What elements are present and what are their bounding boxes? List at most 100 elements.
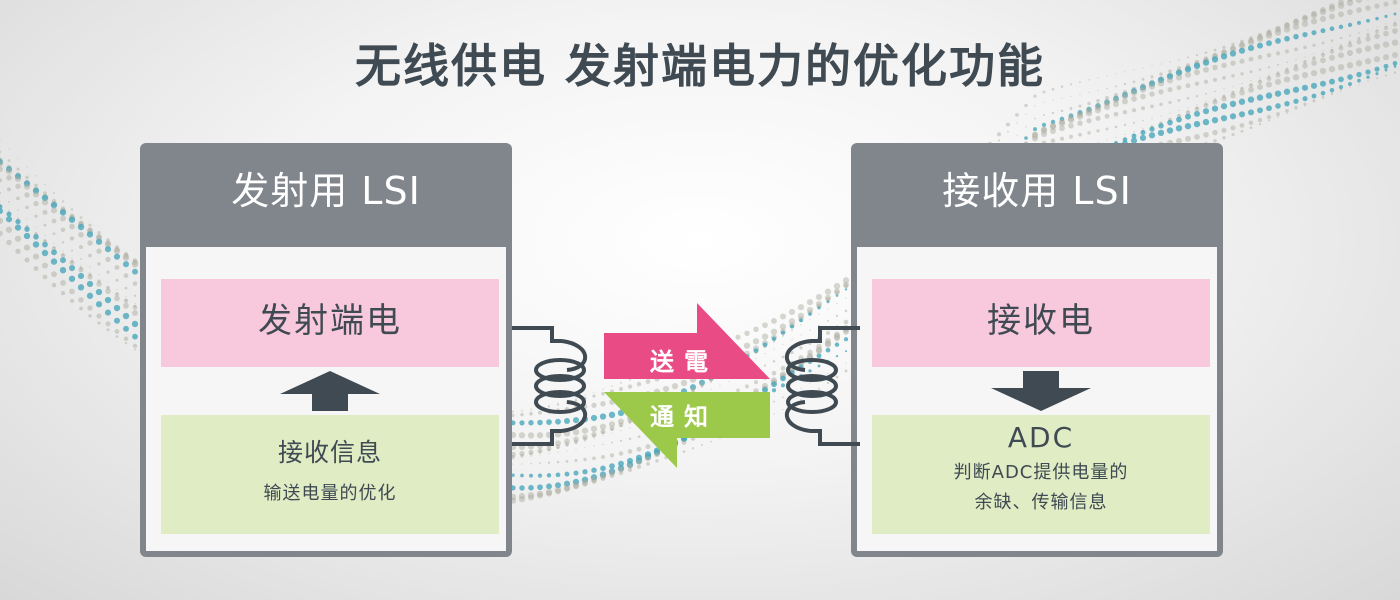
wave-dot <box>41 194 49 202</box>
wave-dot <box>1079 93 1081 96</box>
wave-dot <box>1347 22 1353 27</box>
wave-dot <box>782 408 784 411</box>
wave-dot <box>1229 100 1237 108</box>
wave-dot <box>1104 113 1110 119</box>
wave-dot <box>123 325 129 332</box>
wave-dot <box>1358 81 1360 84</box>
wave-dot <box>1096 129 1100 133</box>
wave-dot <box>1257 54 1263 60</box>
wave-dot <box>1106 139 1108 141</box>
wave-dot <box>1302 63 1308 69</box>
wave-dot <box>124 298 128 301</box>
wave-dot <box>1313 53 1315 55</box>
wave-dot <box>122 312 130 320</box>
wave-dot <box>0 207 4 215</box>
wave-dot <box>1349 40 1351 42</box>
wave-dot <box>96 233 102 240</box>
wave-dot <box>1203 103 1209 109</box>
wave-dot <box>1221 62 1227 69</box>
wave-dot <box>1202 59 1210 66</box>
wave-dot <box>1266 40 1272 47</box>
wave-dot <box>799 318 803 323</box>
wave-dot <box>1034 117 1036 120</box>
wave-dot <box>662 385 670 393</box>
wave-dot <box>1301 71 1309 79</box>
wave-dot <box>1276 63 1280 66</box>
wave-dot <box>1385 23 1387 25</box>
wave-dot <box>753 326 759 333</box>
wave-dot <box>1139 84 1147 91</box>
wave-dot <box>1052 99 1054 101</box>
wave-dot <box>592 434 596 438</box>
wave-dot <box>1319 80 1327 87</box>
wave-dot <box>1258 68 1262 71</box>
wave-dot <box>78 267 84 273</box>
wave-dot <box>1392 61 1398 66</box>
wave-dot <box>791 339 793 341</box>
wave-dot <box>844 288 848 291</box>
wave-dot <box>1239 58 1245 64</box>
wave-dot <box>834 331 840 338</box>
wave-dot <box>33 234 39 240</box>
wave-dot <box>1304 60 1306 62</box>
wave-dot <box>636 381 642 387</box>
wave-dot <box>827 319 829 322</box>
wave-dot <box>95 288 103 296</box>
wave-dot <box>1349 85 1351 87</box>
wave-dot <box>1382 41 1390 48</box>
wave-dot <box>1169 117 1171 120</box>
wave-dot <box>1311 30 1317 36</box>
wave-dot <box>1213 139 1217 143</box>
wave-dot <box>700 385 704 388</box>
wave-dot <box>1393 71 1397 74</box>
wave-dot <box>1266 53 1272 58</box>
wave-dot <box>1292 23 1300 30</box>
wave-dot <box>835 375 839 379</box>
wave-dot <box>1194 81 1200 86</box>
wave-dot <box>1032 131 1038 138</box>
wave-dot <box>32 253 40 260</box>
wave-dot <box>699 379 705 386</box>
wave-dot <box>601 454 605 459</box>
wave-dot <box>1376 26 1378 28</box>
wave-dot <box>835 294 839 297</box>
wave-dot <box>653 449 661 456</box>
wave-dot <box>1329 54 1335 61</box>
wave-dot <box>1293 18 1299 24</box>
wave-dot <box>1241 83 1243 85</box>
wave-dot <box>1340 43 1342 45</box>
wave-dot <box>1365 36 1371 42</box>
wave-dot <box>1195 106 1199 110</box>
wave-dot <box>41 199 49 206</box>
wave-dot <box>824 294 832 301</box>
wave-dot <box>809 318 811 321</box>
wave-dot <box>645 379 651 384</box>
wave-dot <box>771 381 777 388</box>
wave-dot <box>519 485 525 491</box>
wave-dot <box>0 217 4 224</box>
transmitter-lsi-body: 发射端电 接收信息 输送电量的优化 <box>146 247 506 551</box>
wave-dot <box>1265 32 1273 39</box>
wave-dot <box>1068 113 1074 119</box>
wave-dot <box>1085 107 1093 114</box>
receiver-coil-icon <box>784 326 860 446</box>
wave-dot <box>835 354 839 358</box>
wave-dot <box>599 423 607 430</box>
wave-dot <box>844 350 848 353</box>
wave-dot <box>1142 119 1144 122</box>
wave-dot <box>581 476 589 483</box>
wave-dot <box>584 440 586 442</box>
wave-dot <box>105 288 111 295</box>
wave-dot <box>1256 94 1264 101</box>
wave-dot <box>557 451 559 453</box>
wave-dot <box>1151 124 1153 126</box>
wave-dot <box>628 421 632 424</box>
wave-dot <box>106 286 110 290</box>
wave-dot <box>1059 136 1065 141</box>
wave-dot <box>132 268 138 275</box>
notification-arrow: 通知 <box>604 392 770 468</box>
wave-dot <box>753 348 759 354</box>
wave-dot <box>806 306 814 314</box>
wave-dot <box>7 159 11 163</box>
wave-dot <box>1139 134 1147 142</box>
